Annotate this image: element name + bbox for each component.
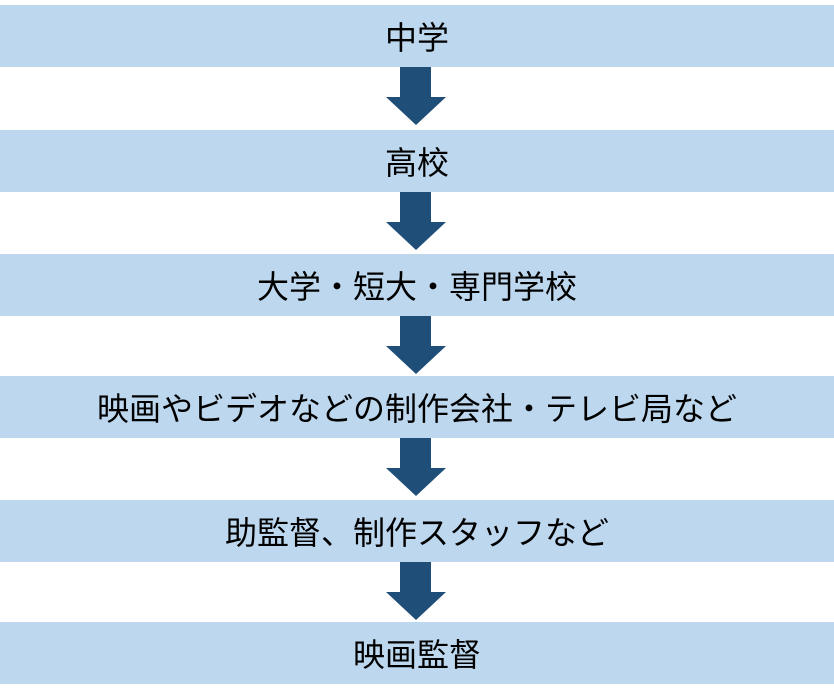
step-box-assistant-director: 助監督、制作スタッフなど	[0, 500, 834, 562]
step-label: 映画監督	[352, 636, 481, 674]
down-arrow-icon	[386, 438, 446, 496]
step-box-junior-high: 中学	[0, 5, 834, 67]
step-label: 助監督、制作スタッフなど	[224, 514, 609, 552]
step-label: 高校	[384, 144, 449, 182]
down-arrow-icon	[386, 316, 446, 374]
down-arrow-icon	[386, 562, 446, 620]
step-label: 中学	[384, 19, 449, 57]
step-label: 映画やビデオなどの制作会社・テレビ局など	[96, 390, 737, 428]
step-box-production-company: 映画やビデオなどの制作会社・テレビ局など	[0, 376, 834, 438]
step-label: 大学・短大・専門学校	[256, 268, 577, 306]
step-box-film-director: 映画監督	[0, 622, 834, 684]
down-arrow-icon	[386, 67, 446, 125]
step-box-high-school: 高校	[0, 130, 834, 192]
step-box-university: 大学・短大・専門学校	[0, 254, 834, 316]
down-arrow-icon	[386, 192, 446, 250]
